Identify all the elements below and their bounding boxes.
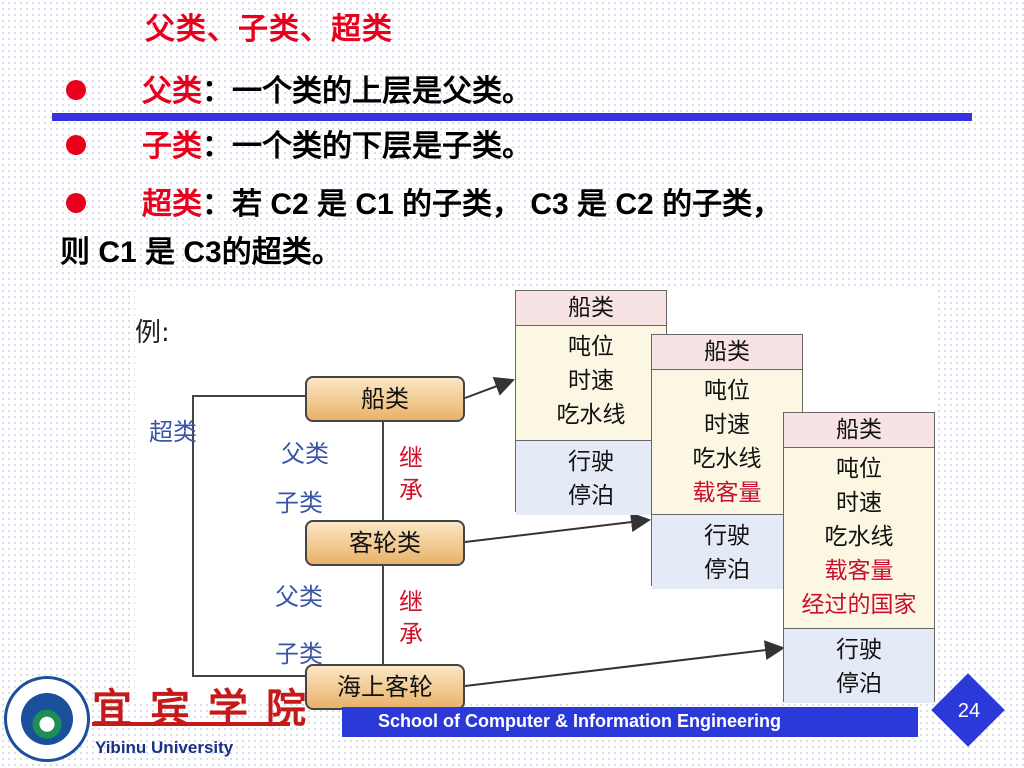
card-2-attr-new: 载客量 xyxy=(692,480,762,506)
bullet-3-text: 若 C2 是 C1 的子类， C3 是 C2 的子类， xyxy=(232,188,783,221)
card-3-attr-new: 经过的国家 xyxy=(801,592,917,618)
card-1-method: 行驶 xyxy=(568,449,614,475)
bullet-dot-2 xyxy=(66,135,86,155)
child-label-2: 子类 xyxy=(275,640,323,668)
school-banner: School of Computer & Information Enginee… xyxy=(342,707,918,737)
inherit-label-2: 继承 xyxy=(399,586,427,650)
card-2-attr: 吃水线 xyxy=(692,446,762,472)
card-2-attr: 吨位 xyxy=(704,378,750,404)
card-2-method: 停泊 xyxy=(704,557,750,583)
university-name: Yibinu University xyxy=(95,738,234,757)
bullet-dot-3 xyxy=(66,193,86,213)
bullet-3-continuation: 则 C1 是 C3的超类。 xyxy=(60,236,342,269)
card-2-attr: 时速 xyxy=(704,412,750,438)
bullet-1-text: 一个类的上层是父类。 xyxy=(232,74,532,109)
card-3-attrs: 吨位 时速 吃水线 载客量 经过的国家 xyxy=(784,448,934,629)
card-3-methods: 行驶 停泊 xyxy=(784,629,934,703)
card-1-attr: 吨位 xyxy=(568,334,614,360)
card-2-header: 船类 xyxy=(652,335,802,370)
card-3-header: 船类 xyxy=(784,413,934,448)
class-card-passenger-ship: 船类 吨位 时速 吃水线 载客量 行驶 停泊 xyxy=(651,334,803,589)
card-3-method: 行驶 xyxy=(836,637,882,663)
card-1-attr: 时速 xyxy=(568,368,614,394)
class-card-sea-passenger-ship: 船类 吨位 时速 吃水线 载客量 经过的国家 行驶 停泊 xyxy=(783,412,935,703)
bullet-2: 子类：一个类的下层是子类。 xyxy=(142,121,532,165)
bullet-2-sep: ： xyxy=(202,129,232,164)
card-2-attrs: 吨位 时速 吃水线 载客量 xyxy=(652,370,802,515)
divider-rule xyxy=(52,113,972,121)
page-number: 24 xyxy=(957,700,981,722)
card-2-methods: 行驶 停泊 xyxy=(652,515,802,589)
super-label: 超类 xyxy=(149,418,197,446)
inheritance-diagram: 例: 超类 父类 子类 父类 子类 继承 继承 船类 客轮类 海上客轮 船类 吨… xyxy=(135,290,935,710)
inherit-label-1-text: 继承 xyxy=(399,444,423,504)
card-1-attr: 吃水线 xyxy=(556,402,626,428)
card-3-attr-new: 载客量 xyxy=(824,558,894,584)
node-ship: 船类 xyxy=(305,376,465,422)
university-logo-icon xyxy=(4,676,90,762)
card-1-methods: 行驶 停泊 xyxy=(516,441,666,515)
bullet-3: 超类：若 C2 是 C1 的子类， C3 是 C2 的子类， xyxy=(142,179,782,223)
card-3-method: 停泊 xyxy=(836,671,882,697)
logo-emblem xyxy=(21,693,73,745)
card-1-method: 停泊 xyxy=(568,483,614,509)
inherit-label-2-text: 继承 xyxy=(399,588,423,648)
school-name: School of Computer & Information Enginee… xyxy=(378,711,781,731)
bullet-3-term: 超类 xyxy=(142,188,202,221)
bullet-dot-1 xyxy=(66,80,86,100)
slide-title: 父类、子类、超类 xyxy=(145,12,393,47)
inherit-label-1: 继承 xyxy=(399,442,427,506)
bullet-3-sep: ： xyxy=(202,188,232,221)
calligraphy-underline xyxy=(92,722,290,726)
card-3-attr: 时速 xyxy=(836,490,882,516)
node-passenger-ship: 客轮类 xyxy=(305,520,465,566)
child-label-1: 子类 xyxy=(275,489,323,517)
card-1-attrs: 吨位 时速 吃水线 xyxy=(516,326,666,441)
card-3-attr: 吃水线 xyxy=(824,524,894,550)
class-card-ship: 船类 吨位 时速 吃水线 行驶 停泊 xyxy=(515,290,667,515)
card-3-attr: 吨位 xyxy=(836,456,882,482)
parent-label-2: 父类 xyxy=(275,583,323,611)
connector-lines xyxy=(192,376,785,687)
card-1-header: 船类 xyxy=(516,291,666,326)
bullet-1-sep: ： xyxy=(202,74,232,109)
example-label: 例: xyxy=(135,318,170,348)
bullet-2-text: 一个类的下层是子类。 xyxy=(232,129,532,164)
card-2-method: 行驶 xyxy=(704,523,750,549)
bullet-1-term: 父类 xyxy=(142,74,202,109)
bullet-1: 父类：一个类的上层是父类。 xyxy=(142,66,532,110)
bullet-2-term: 子类 xyxy=(142,129,202,164)
node-sea-passenger-ship: 海上客轮 xyxy=(305,664,465,710)
parent-label-1: 父类 xyxy=(281,440,329,468)
